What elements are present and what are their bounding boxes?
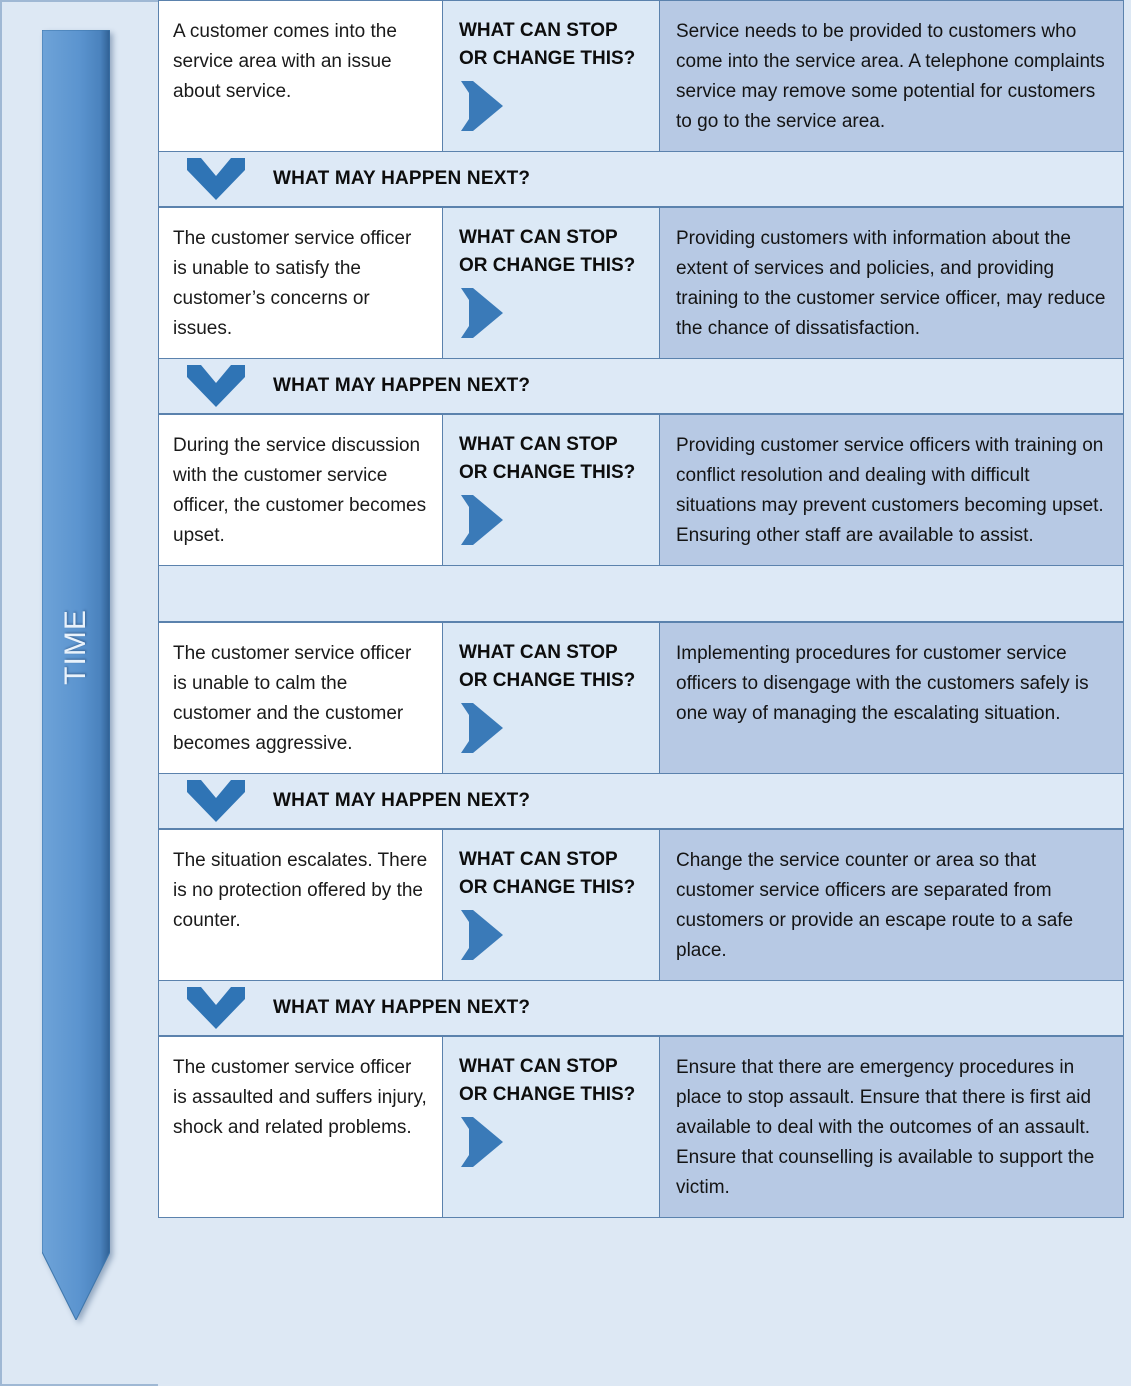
prompt-line-2: OR CHANGE THIS? [459, 1084, 636, 1105]
prompt-line-1: WHAT CAN STOP [459, 1056, 618, 1077]
scenario-cell: A customer comes into the service area w… [158, 0, 443, 152]
separator-row-empty [158, 566, 1124, 622]
table-row: The situation escalates. There is no pro… [158, 829, 1124, 981]
prompt-line-2: OR CHANGE THIS? [459, 255, 636, 276]
prompt-line-2: OR CHANGE THIS? [459, 877, 636, 898]
separator-label: WHAT MAY HAPPEN NEXT? [273, 375, 531, 396]
table-row: The customer service officer is unable t… [158, 207, 1124, 359]
time-axis-column: TIME [0, 0, 158, 1386]
chevron-down-icon [187, 987, 245, 1029]
chevron-down-icon [187, 365, 245, 407]
chevron-down-icon [187, 780, 245, 822]
separator-row: WHAT MAY HAPPEN NEXT? [158, 981, 1124, 1036]
scenario-cell: The customer service officer is unable t… [158, 622, 443, 774]
separator-row: WHAT MAY HAPPEN NEXT? [158, 359, 1124, 414]
prompt-cell: WHAT CAN STOP OR CHANGE THIS? [443, 829, 660, 981]
prompt-line-1: WHAT CAN STOP [459, 849, 618, 870]
control-cell: Providing customer service officers with… [660, 414, 1124, 566]
scenario-cell: The situation escalates. There is no pro… [158, 829, 443, 981]
control-cell: Service needs to be provided to customer… [660, 0, 1124, 152]
chevron-right-icon [461, 910, 503, 960]
chevron-right-icon [461, 1117, 503, 1167]
chevron-right-icon [461, 81, 503, 131]
prompt-line-1: WHAT CAN STOP [459, 20, 618, 41]
table-row: The customer service officer is unable t… [158, 622, 1124, 774]
chevron-down-icon [187, 158, 245, 200]
prompt-cell: WHAT CAN STOP OR CHANGE THIS? [443, 1036, 660, 1218]
chevron-right-icon [461, 288, 503, 338]
separator-row: WHAT MAY HAPPEN NEXT? [158, 152, 1124, 207]
scenario-cell: The customer service officer is assaulte… [158, 1036, 443, 1218]
prompt-cell: WHAT CAN STOP OR CHANGE THIS? [443, 622, 660, 774]
chevron-right-icon [461, 703, 503, 753]
separator-label: WHAT MAY HAPPEN NEXT? [273, 997, 531, 1018]
prompt-line-1: WHAT CAN STOP [459, 227, 618, 248]
prompt-line-2: OR CHANGE THIS? [459, 48, 636, 69]
scenario-cell: During the service discussion with the c… [158, 414, 443, 566]
separator-row: WHAT MAY HAPPEN NEXT? [158, 774, 1124, 829]
separator-label: WHAT MAY HAPPEN NEXT? [273, 168, 531, 189]
time-down-arrow-icon [42, 30, 110, 1320]
prompt-cell: WHAT CAN STOP OR CHANGE THIS? [443, 0, 660, 152]
prompt-line-2: OR CHANGE THIS? [459, 670, 636, 691]
control-cell: Implementing procedures for customer ser… [660, 622, 1124, 774]
table-row: A customer comes into the service area w… [158, 0, 1124, 152]
prompt-cell: WHAT CAN STOP OR CHANGE THIS? [443, 207, 660, 359]
table-row: The customer service officer is assaulte… [158, 1036, 1124, 1218]
scenario-cell: The customer service officer is unable t… [158, 207, 443, 359]
prompt-cell: WHAT CAN STOP OR CHANGE THIS? [443, 414, 660, 566]
control-cell: Ensure that there are emergency procedur… [660, 1036, 1124, 1218]
separator-label: WHAT MAY HAPPEN NEXT? [273, 790, 531, 811]
chevron-right-icon [461, 495, 503, 545]
control-cell: Change the service counter or area so th… [660, 829, 1124, 981]
prompt-line-1: WHAT CAN STOP [459, 434, 618, 455]
prompt-line-1: WHAT CAN STOP [459, 642, 618, 663]
escalation-table: A customer comes into the service area w… [158, 0, 1124, 1218]
prompt-line-2: OR CHANGE THIS? [459, 462, 636, 483]
control-cell: Providing customers with information abo… [660, 207, 1124, 359]
table-row: During the service discussion with the c… [158, 414, 1124, 566]
